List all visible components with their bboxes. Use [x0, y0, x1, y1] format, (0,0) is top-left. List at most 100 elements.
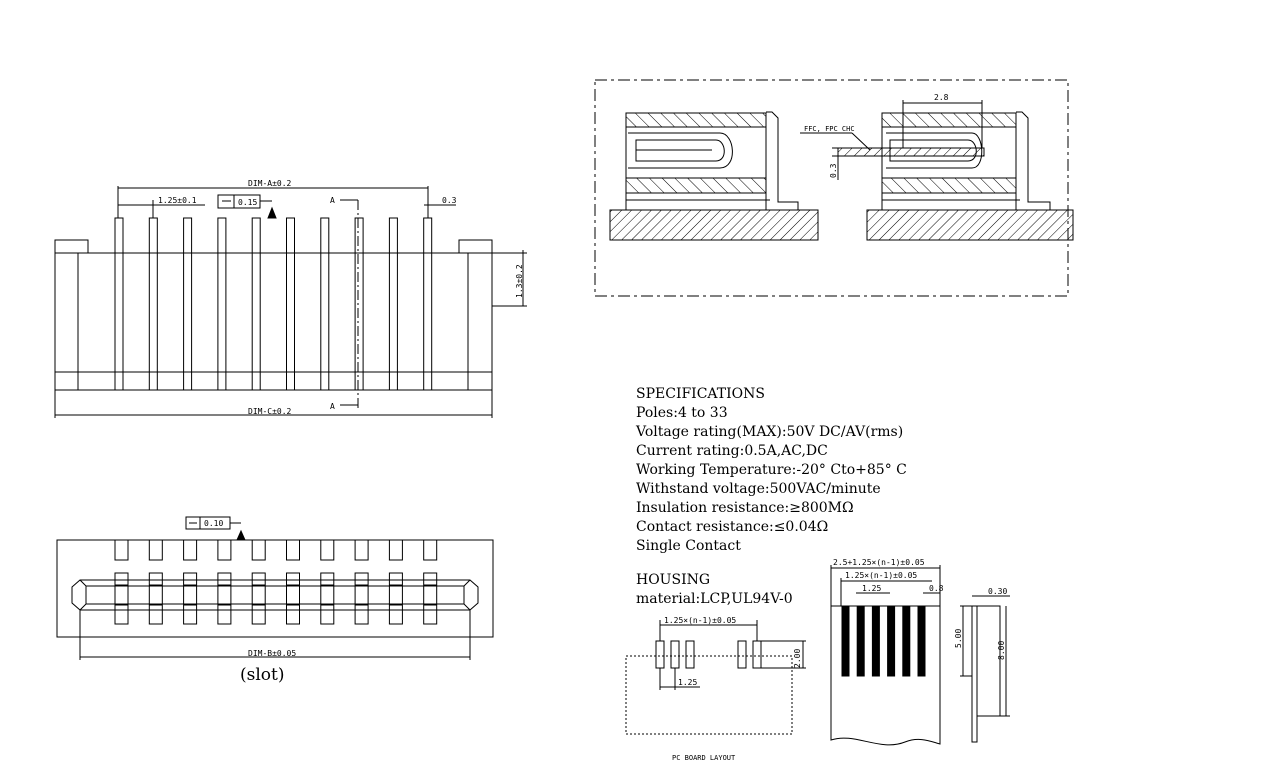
- spec-line: Working Temperature:-20° Cto+85° C: [636, 462, 907, 478]
- spec-line: Contact resistance:≤0.04Ω: [636, 519, 828, 535]
- slot-housing: [56, 539, 494, 638]
- pc-board-layout: [625, 620, 806, 735]
- specifications-block: SPECIFICATIONS Poles:4 to 33 Voltage rat…: [635, 386, 907, 607]
- spec-line: Single Contact: [636, 538, 741, 554]
- pad: [685, 640, 695, 669]
- pcb-pitch-total: 1.25×(n-1)±0.05: [664, 616, 736, 625]
- slot-contact-top: [183, 539, 198, 561]
- ffc-conductor: [841, 605, 850, 677]
- pad: [752, 640, 762, 669]
- slot-contact-top: [251, 539, 266, 561]
- ffc-outline: [830, 605, 941, 746]
- spec-line: SPECIFICATIONS: [636, 386, 765, 402]
- left-pcb: [609, 209, 819, 241]
- slot-contact-top: [217, 539, 232, 561]
- dim-b-label: DIM-B±0.05: [248, 649, 296, 658]
- connector-pin: [183, 217, 193, 391]
- ffc-conductor: [887, 605, 896, 677]
- slot-flatness-value: 0.10: [204, 519, 223, 528]
- ffc-conductors: [841, 605, 926, 677]
- flatness-value: 0.15: [238, 198, 257, 207]
- pin-group: [55, 217, 492, 391]
- connector-pin: [354, 217, 364, 391]
- connector-pin: [251, 217, 261, 391]
- slot-contact: [354, 572, 369, 625]
- section-view: [594, 79, 1074, 297]
- pitch-label: 1.25±0.1: [158, 196, 197, 205]
- ffc-insert: [837, 147, 985, 157]
- ffc-pitch-total: 1.25×(n-1)±0.05: [845, 571, 917, 580]
- dim-a-label: DIM-A±0.2: [248, 179, 292, 188]
- section-a-bottom: A: [330, 402, 335, 411]
- slot-contact-top: [354, 539, 369, 561]
- dim-c-label: DIM-C±0.2: [248, 407, 292, 416]
- slot-contact: [183, 572, 198, 625]
- connector-pin: [217, 217, 227, 391]
- pcb-caption: PC BOARD LAYOUT: [672, 754, 736, 762]
- insert-depth-label: 2.8: [934, 93, 949, 102]
- connector-top-view: [54, 186, 527, 418]
- slot-contact-top: [320, 539, 335, 561]
- ffc-conductor: [856, 605, 865, 677]
- connector-pin: [148, 217, 158, 391]
- section-frame: [594, 79, 1069, 297]
- ffc-conductor: 0.8: [929, 584, 944, 593]
- connector-pin: [388, 217, 398, 391]
- connector-pin: [114, 217, 124, 391]
- slot-contact: [148, 572, 163, 625]
- pad: [737, 640, 747, 669]
- slot-contacts: [114, 539, 438, 625]
- housing-title: HOUSING: [636, 572, 710, 588]
- connector-pin: [286, 217, 295, 391]
- slot-contact: [251, 572, 266, 625]
- ffc-conductor: [917, 605, 926, 677]
- slot-contact-top: [286, 539, 300, 561]
- ffc-conductor: [871, 605, 880, 677]
- slot-contact: [114, 572, 129, 625]
- housing-material: material:LCP,UL94V-0: [636, 591, 793, 607]
- left-latch: [54, 239, 89, 254]
- connector-pin: [423, 217, 433, 391]
- section-a-top: A: [330, 196, 335, 205]
- ffc-pitch: 1.25: [862, 584, 881, 593]
- pcb-pitch: 1.25: [678, 678, 697, 687]
- slot-opening: [71, 579, 479, 611]
- slot-contact-top: [114, 539, 129, 561]
- pcb-height: 2.00: [793, 649, 802, 668]
- pad: [655, 640, 665, 669]
- slot-contact-top: [388, 539, 403, 561]
- slot-contact: [320, 572, 335, 625]
- right-pcb: [866, 209, 1074, 241]
- slot-caption: (slot): [240, 665, 285, 685]
- connector-slot-view: [56, 516, 494, 660]
- ffc-stiffener: [976, 605, 1001, 717]
- ffc-thickness-label: 0.3: [829, 163, 838, 178]
- pin-width-label: 0.3: [442, 196, 457, 205]
- ffc-thickness: 0.30: [988, 587, 1007, 596]
- right-latch: [458, 239, 493, 254]
- slot-contact: [423, 572, 438, 625]
- slot-contact: [388, 572, 403, 625]
- ffc-stiffener-length: 8.00: [997, 641, 1006, 660]
- housing-body: [54, 252, 493, 391]
- ffc-callout: FFC, FPC CHC: [804, 125, 855, 133]
- ffc-side-base: [971, 605, 978, 743]
- spec-line: Withstand voltage:500VAC/minute: [636, 481, 881, 497]
- spec-line: Insulation resistance:≥800MΩ: [636, 500, 854, 516]
- pcb-outline: [625, 655, 793, 735]
- ffc-conductor: [902, 605, 911, 677]
- spec-line: Poles:4 to 33: [636, 405, 728, 421]
- pad: [670, 640, 680, 669]
- height-label: 1.3±0.2: [515, 264, 524, 298]
- ffc-total-width: 2.5+1.25×(n-1)±0.05: [833, 558, 925, 567]
- slot-contact: [286, 572, 300, 625]
- slot-contact-top: [148, 539, 163, 561]
- ffc-drawing: [830, 565, 1010, 746]
- ffc-contact-length: 5.00: [954, 629, 963, 648]
- connector-pin: [320, 217, 330, 391]
- spec-line: Current rating:0.5A,AC,DC: [636, 443, 828, 459]
- spec-line: Voltage rating(MAX):50V DC/AV(rms): [635, 424, 903, 440]
- slot-contact-top: [423, 539, 438, 561]
- datum-triangle: [267, 206, 277, 219]
